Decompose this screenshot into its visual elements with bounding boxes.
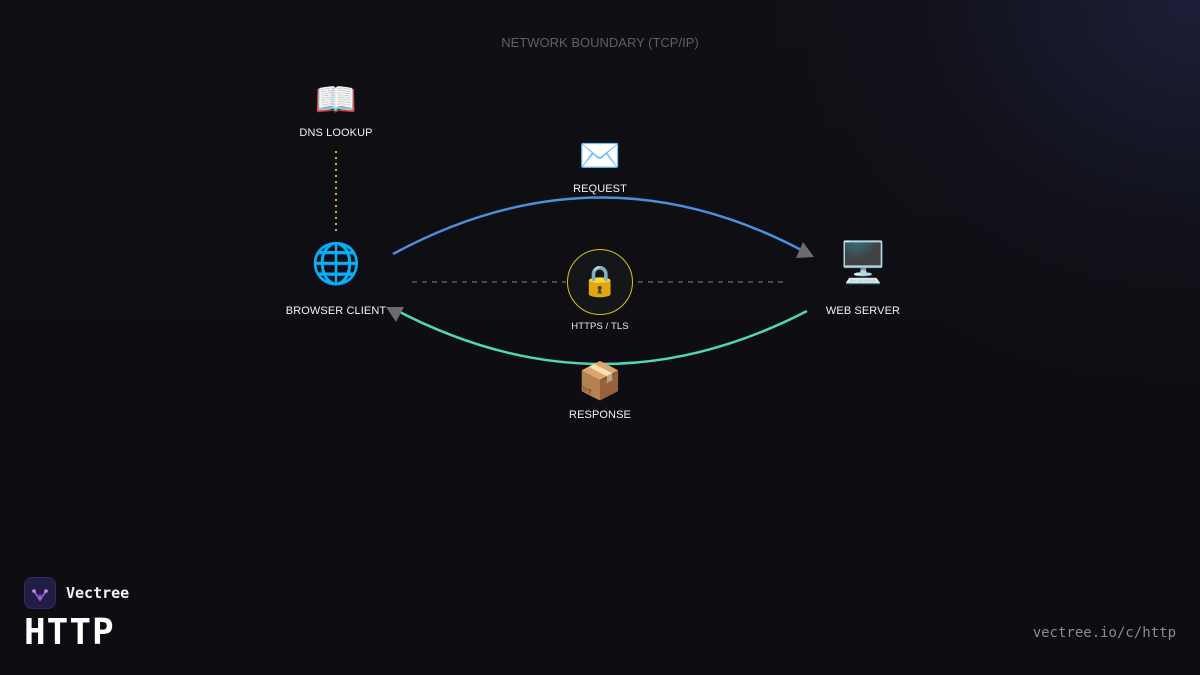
page-title: HTTP [24, 612, 115, 653]
request-label: REQUEST [573, 183, 627, 195]
request-arrowhead [796, 242, 814, 258]
https-tls-label: HTTPS / TLS [571, 321, 629, 332]
response-arrowhead [386, 307, 404, 322]
tls-ring [567, 249, 633, 315]
envelope-icon: ✉️ [578, 136, 622, 176]
source-url[interactable]: vectree.io/c/http [1032, 625, 1176, 641]
network-boundary-label: NETWORK BOUNDARY (TCP/IP) [501, 35, 699, 50]
response-arc [393, 307, 808, 366]
response-label: RESPONSE [569, 409, 631, 421]
globe-icon: 🌐 [311, 241, 361, 287]
brand-name: Vectree [66, 584, 130, 602]
package-icon: 📦 [577, 361, 623, 402]
web-server-label: WEB SERVER [825, 305, 901, 317]
request-arc [392, 196, 806, 256]
browser-client-label: BROWSER CLIENT [285, 305, 387, 317]
lock-icon: 🔒 [581, 264, 619, 299]
book-icon: 📖 [314, 80, 358, 120]
vectree-logo-icon [24, 577, 56, 609]
computer-monitor-icon: 🖥️ [838, 240, 888, 286]
brand: Vectree [24, 577, 129, 609]
dns-lookup-label: DNS LOOKUP [299, 127, 373, 139]
